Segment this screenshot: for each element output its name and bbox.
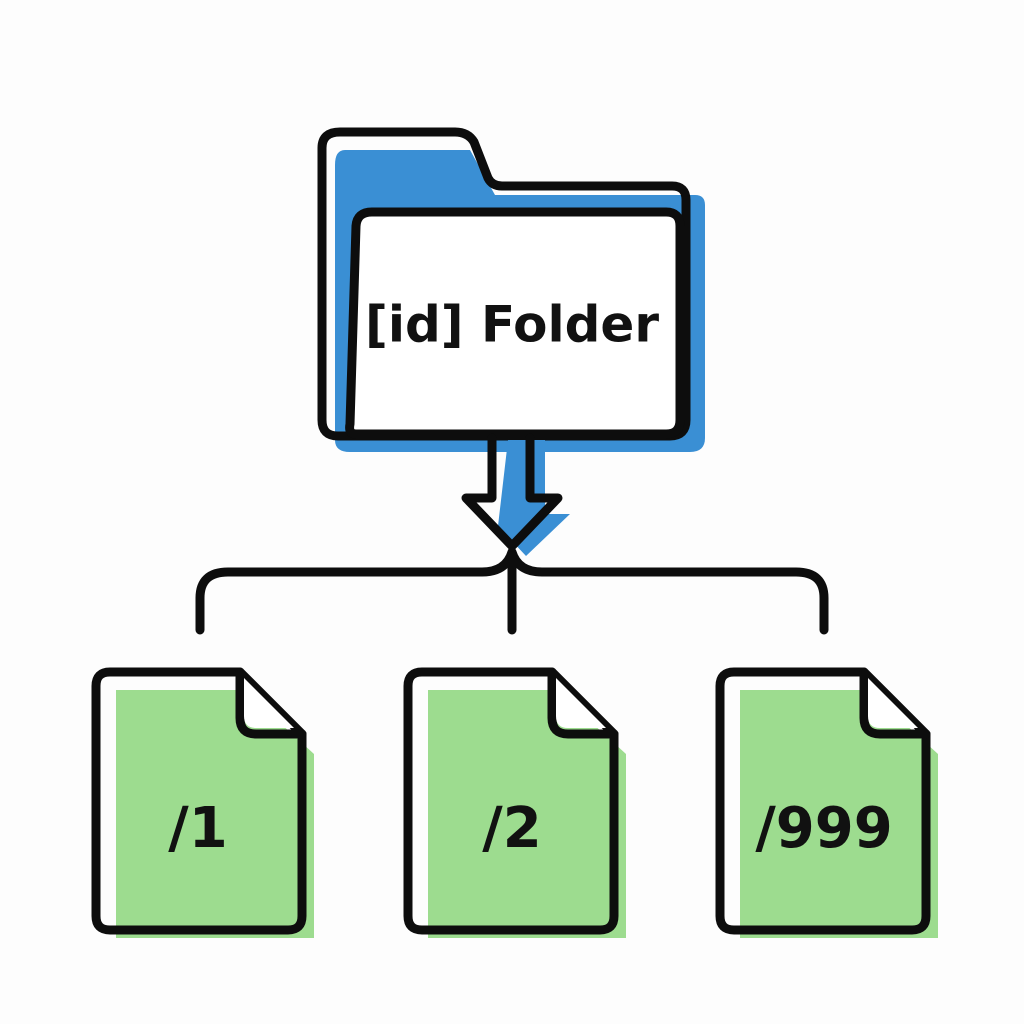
root-folder-back bbox=[317, 127, 691, 441]
file-corner-fold bbox=[235, 667, 307, 739]
file-outline bbox=[715, 667, 931, 935]
down-arrow-outline bbox=[461, 433, 563, 551]
file-corner-fill bbox=[244, 678, 294, 728]
tree-connector bbox=[195, 547, 829, 635]
file-corner-fill bbox=[556, 678, 606, 728]
root-folder-label: [id] Folder bbox=[365, 296, 659, 354]
root-folder: [id] Folder bbox=[317, 127, 705, 452]
file-node-label: /1 bbox=[168, 796, 227, 861]
file-accent bbox=[116, 690, 314, 938]
file-outline bbox=[91, 667, 307, 935]
file-accent bbox=[428, 690, 626, 938]
file-corner-fill bbox=[868, 678, 918, 728]
file-outline bbox=[403, 667, 619, 935]
root-folder-front bbox=[345, 207, 685, 439]
file-node-3: /999 bbox=[715, 667, 938, 938]
file-node-2: /2 bbox=[403, 667, 626, 938]
file-corner-fold bbox=[547, 667, 619, 739]
down-arrow bbox=[461, 433, 570, 556]
file-node-label: /999 bbox=[755, 796, 892, 861]
file-accent bbox=[740, 690, 938, 938]
file-corner-fold bbox=[859, 667, 931, 739]
file-node-1: /1 bbox=[91, 667, 314, 938]
file-node-label: /2 bbox=[482, 796, 541, 861]
